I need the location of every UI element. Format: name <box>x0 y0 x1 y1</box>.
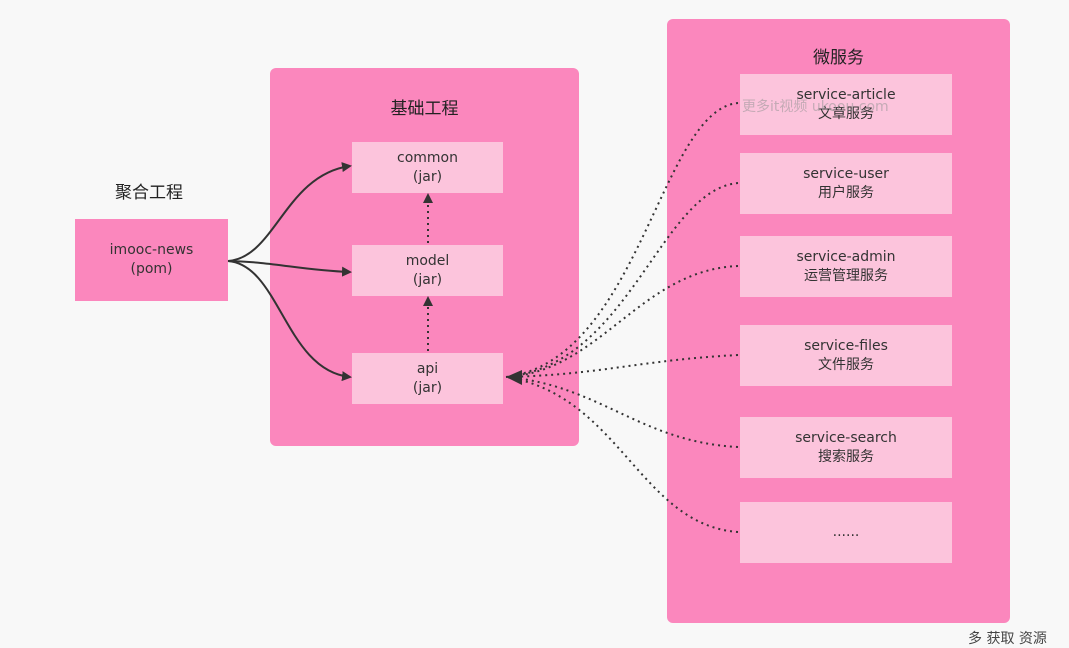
common-jar-box[interactable]: common (jar) <box>352 142 503 193</box>
api-jar-box[interactable]: api (jar) <box>352 353 503 404</box>
service-article-desc: 文章服务 <box>818 105 874 122</box>
service-search-box[interactable]: service-search 搜索服务 <box>740 417 952 478</box>
service-admin-desc: 运营管理服务 <box>804 267 888 284</box>
api-jar-name: api <box>416 360 439 377</box>
service-files-desc: 文件服务 <box>818 356 874 373</box>
model-jar-box[interactable]: model (jar) <box>352 245 503 296</box>
service-files-box[interactable]: service-files 文件服务 <box>740 325 952 386</box>
aggregate-name: imooc-news <box>109 242 194 258</box>
aggregate-type: (pom) <box>130 261 173 277</box>
common-jar-type: (jar) <box>412 168 443 185</box>
model-jar-name: model <box>405 252 450 269</box>
service-admin-box[interactable]: service-admin 运营管理服务 <box>740 236 952 297</box>
microservice-title: 微服务 <box>813 48 864 68</box>
service-search-name: service-search <box>795 429 897 446</box>
service-search-desc: 搜索服务 <box>818 448 874 465</box>
service-user-desc: 用户服务 <box>818 184 874 201</box>
aggregate-title: 聚合工程 <box>115 183 183 203</box>
service-article-name: service-article <box>796 86 896 103</box>
api-jar-type: (jar) <box>412 379 443 396</box>
model-jar-type: (jar) <box>412 271 443 288</box>
corner-text: 多 获取 资源 <box>968 631 1047 647</box>
service-user-box[interactable]: service-user 用户服务 <box>740 153 952 214</box>
common-jar-name: common <box>397 149 458 166</box>
service-admin-name: service-admin <box>796 248 896 265</box>
service-article-box[interactable]: service-article 文章服务 <box>740 74 952 135</box>
service-user-name: service-user <box>803 165 889 182</box>
service-files-name: service-files <box>804 337 888 354</box>
aggregate-project-box[interactable]: imooc-news (pom) <box>75 219 228 301</box>
service-more-ellipsis: ...... <box>832 524 860 540</box>
watermark-text: 更多it视频 ukoou.com <box>742 99 889 115</box>
service-more-box[interactable]: ...... <box>740 502 952 563</box>
base-project-title: 基础工程 <box>390 99 459 119</box>
